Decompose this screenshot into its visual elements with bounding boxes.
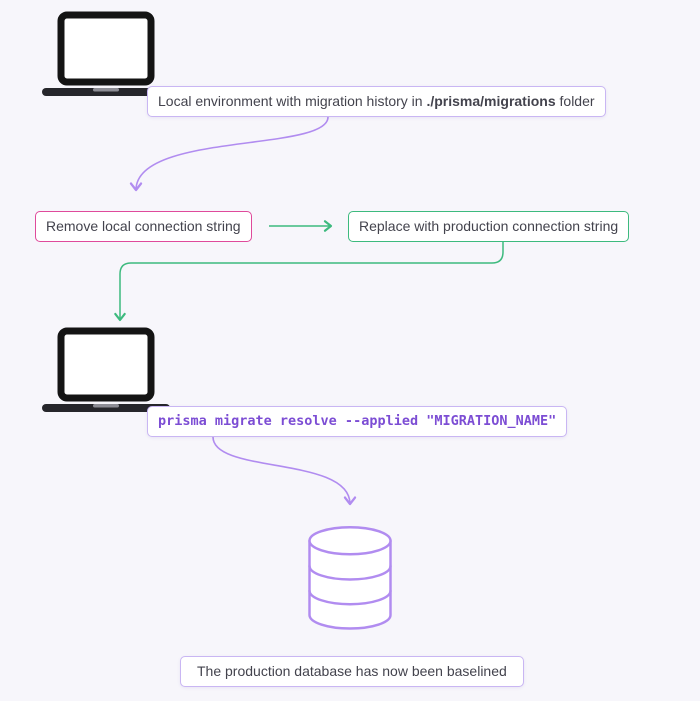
laptop-icon [42,11,170,96]
database-icon [308,526,392,630]
local-environment-text-suffix: folder [555,93,595,109]
arrow-command-to-database [212,436,357,506]
arrow-local-to-remove [129,116,329,192]
replace-connection-step: Replace with production connection strin… [348,211,630,243]
local-environment-label: Local environment with migration history… [147,86,606,118]
baselined-result-label: The production database has now been bas… [180,656,524,688]
local-environment-text-prefix: Local environment with migration history… [158,93,427,109]
arrow-replace-to-laptop [114,241,504,322]
migrations-folder-path: ./prisma/migrations [426,93,556,109]
migrate-resolve-command: prisma migrate resolve --applied "MIGRAT… [147,406,568,437]
remove-connection-step: Remove local connection string [35,211,252,243]
laptop-icon [42,327,170,412]
